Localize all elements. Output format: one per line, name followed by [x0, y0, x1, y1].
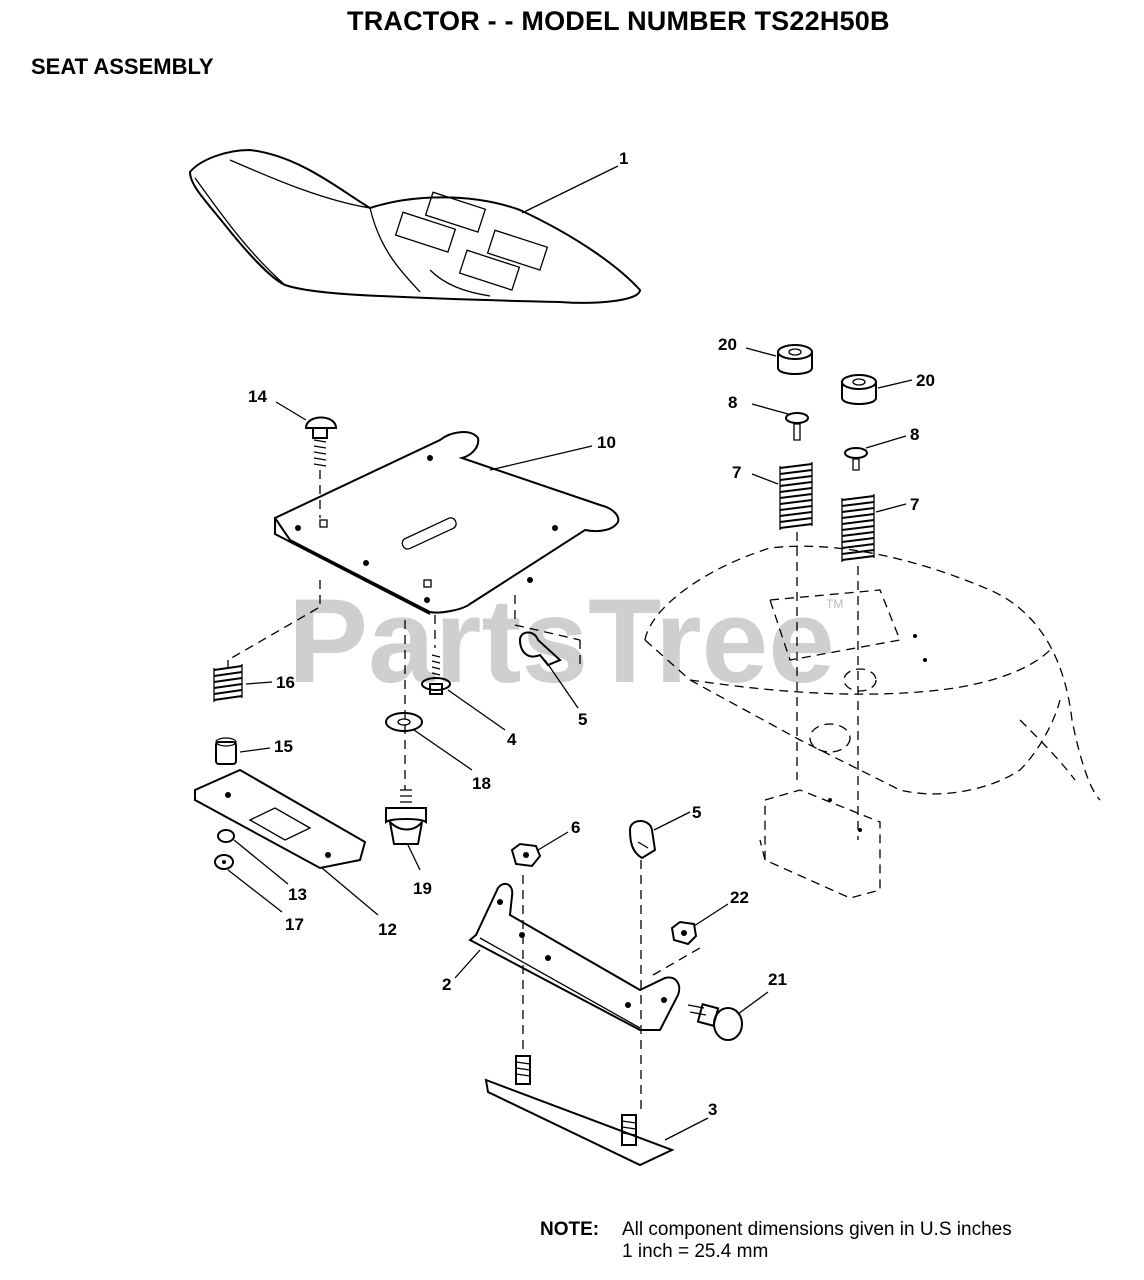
screw-part-8-left	[751, 403, 809, 441]
spring-part-7-right	[841, 494, 907, 562]
callout-17: 17	[285, 915, 304, 934]
seat-pan-part-10	[273, 431, 620, 615]
clip-part-5-upper	[518, 631, 579, 709]
callout-16: 16	[276, 673, 295, 692]
clip-part-5-lower	[628, 811, 691, 860]
callout-21: 21	[768, 970, 787, 989]
screw-part-8-right	[844, 435, 907, 471]
knob-part-19	[385, 789, 427, 871]
page-title: TRACTOR - - MODEL NUMBER TS22H50B	[347, 6, 890, 36]
spring-part-16	[213, 664, 273, 702]
callout-8-left: 8	[728, 393, 737, 412]
callout-19: 19	[413, 879, 432, 898]
note-label: NOTE:	[540, 1219, 600, 1240]
nut-part-13	[217, 829, 289, 885]
callout-4: 4	[507, 730, 517, 749]
callout-14: 14	[248, 387, 267, 406]
seat-part-1	[188, 148, 642, 304]
spacer-part-15	[215, 737, 271, 765]
watermark-trademark: TM	[826, 597, 843, 611]
bracket-plate-part-12	[194, 768, 379, 916]
callout-18: 18	[472, 774, 491, 793]
spring-part-7-left	[751, 462, 813, 530]
callout-8-right: 8	[910, 425, 919, 444]
bumper-part-20-left	[745, 344, 813, 375]
nut-part-6	[510, 831, 569, 868]
section-title: SEAT ASSEMBLY	[31, 54, 214, 79]
bumper-part-20-right	[841, 374, 913, 405]
callout-1: 1	[619, 149, 628, 168]
note-line-2: 1 inch = 25.4 mm	[622, 1241, 769, 1262]
callout-5-upper: 5	[578, 710, 587, 729]
callout-7-left: 7	[732, 463, 741, 482]
fender-reference-outline	[644, 545, 1101, 899]
nut-part-22	[670, 903, 729, 946]
callout-20-right: 20	[916, 371, 935, 390]
callout-15: 15	[274, 737, 293, 756]
stud-plate-part-3	[484, 1055, 709, 1167]
callout-13: 13	[288, 885, 307, 904]
callout-20-left: 20	[718, 335, 737, 354]
note-line-1: All component dimensions given in U.S in…	[622, 1219, 1012, 1240]
callout-7-right: 7	[910, 495, 919, 514]
callout-2: 2	[442, 975, 451, 994]
shoulder-bolt-part-21	[687, 991, 769, 1041]
bolt-part-4	[421, 654, 506, 731]
callout-6: 6	[571, 818, 580, 837]
watermark-text: PartsTree	[288, 574, 835, 708]
callout-3: 3	[708, 1100, 717, 1119]
washer-part-17	[214, 854, 283, 913]
callout-10: 10	[597, 433, 616, 452]
carriage-bolt-part-14	[275, 401, 338, 467]
callout-22: 22	[730, 888, 749, 907]
bracket-part-2	[454, 882, 681, 1031]
callout-5-lower: 5	[692, 803, 701, 822]
callout-12: 12	[378, 920, 397, 939]
washer-part-18	[385, 712, 473, 771]
